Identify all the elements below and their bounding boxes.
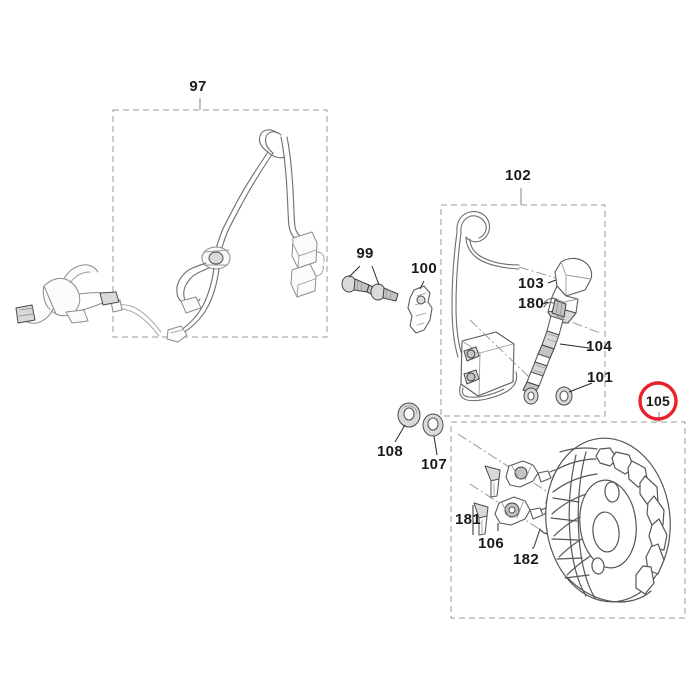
callout-label-107[interactable]: 107: [421, 456, 447, 473]
ignition-group-102: [451, 211, 601, 402]
callout-label-108[interactable]: 108: [377, 443, 403, 460]
pivot-collar: [201, 246, 231, 270]
ignition-coil: [459, 331, 518, 402]
callout-labels: 97 99 100 102 103 180 104 101 105 108 10…: [189, 78, 670, 568]
pin-181: [472, 502, 489, 536]
ratchet-pawl-106: [494, 496, 544, 531]
washer-107: [422, 413, 444, 456]
callout-label-97[interactable]: 97: [189, 78, 206, 95]
washer-108: [394, 402, 421, 443]
callout-label-102[interactable]: 102: [505, 167, 531, 184]
callout-label-182[interactable]: 182: [513, 551, 539, 568]
group-box-97: [112, 98, 328, 338]
linkage-assembly-97: [110, 129, 325, 343]
callout-label-105[interactable]: 105: [646, 393, 670, 409]
callout-label-103[interactable]: 103: [518, 275, 544, 292]
callout-label-100[interactable]: 100: [411, 260, 437, 277]
callout-label-180[interactable]: 180: [518, 295, 544, 312]
callout-label-101[interactable]: 101: [587, 369, 613, 386]
group-box-102: [440, 188, 606, 417]
callout-label-106[interactable]: 106: [478, 535, 504, 552]
callout-label-104[interactable]: 104: [586, 338, 612, 355]
screws-99: [341, 265, 399, 302]
spark-plug-104: [522, 315, 590, 395]
callout-label-181[interactable]: 181: [455, 511, 481, 528]
left-lever-bracket: [15, 264, 120, 324]
grommet-101-b: [523, 387, 539, 405]
grommet-101: [555, 382, 593, 406]
ratchet-pawl-upper: [505, 460, 552, 488]
highlight-ring-105: [638, 381, 678, 421]
terminal-connector-180: [542, 297, 567, 318]
flywheel: [545, 437, 671, 603]
pin-upper: [484, 465, 501, 498]
bracket-100: [407, 280, 433, 334]
callout-label-99[interactable]: 99: [356, 245, 373, 262]
flywheel-group-105: [457, 433, 671, 603]
